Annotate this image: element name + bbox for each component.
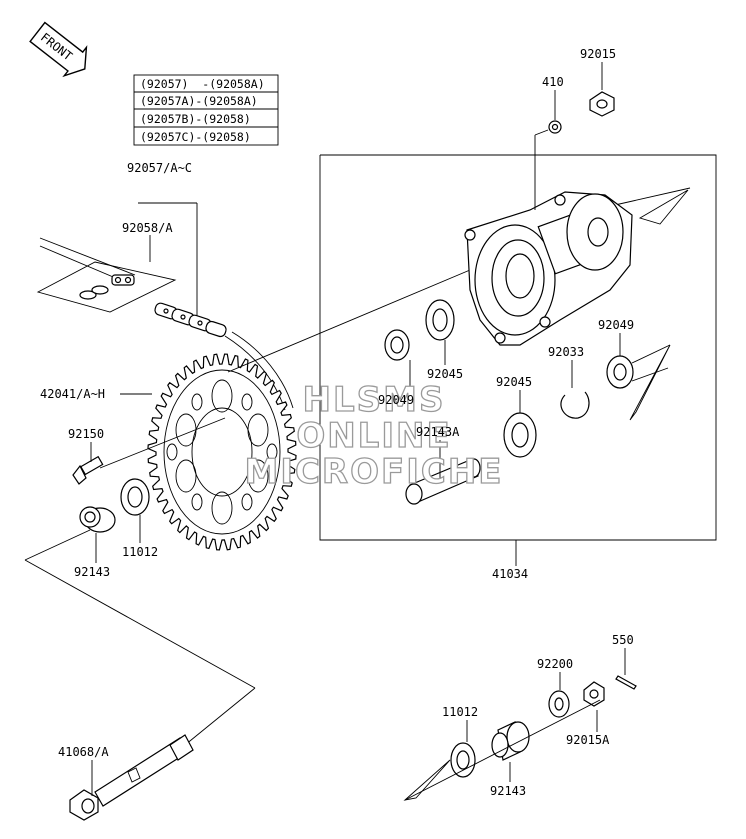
collar-left [79,506,116,533]
label-92049-left: 92049 [378,393,414,407]
cotter-pin [615,675,637,690]
label-11012-right: 11012 [442,705,478,719]
watermark-line-1: HLSMS [303,380,446,420]
label-41034: 41034 [492,567,528,581]
drive-chain [36,202,294,411]
watermark: HLSMS ONLINE MICROFICHE [244,379,503,492]
rear-sprocket [147,353,297,551]
circlip [560,391,590,419]
axle-nut-top [589,91,615,117]
hub-assembly-frame [319,154,717,541]
label-550: 550 [612,633,634,647]
rear-axle [24,529,256,821]
label-92045-upper: 92045 [427,367,463,381]
rear-hub [464,191,633,346]
watermark-line-2: ONLINE [296,416,451,456]
bearing-upper [425,299,455,341]
oil-seal-hub-left [384,329,410,361]
legend-row-3: (92057B)-(92058) [140,112,251,126]
part-labels: 92015 410 92057/A~C 92058/A 92049 92033 … [40,47,634,798]
bearing-lower [503,412,537,458]
label-410: 410 [542,75,564,89]
label-92057: 92057/A~C [127,161,192,175]
label-92143A: 92143A [416,425,460,439]
washer-410 [548,120,562,134]
label-92200: 92200 [537,657,573,671]
label-11012-left: 11012 [122,545,158,559]
label-92015: 92015 [580,47,616,61]
label-92015A: 92015A [566,733,610,747]
label-42041: 42041/A~H [40,387,105,401]
label-92150: 92150 [68,427,104,441]
front-direction-badge: FRONT [29,21,88,78]
hub-spacer [405,458,481,505]
label-92058: 92058/A [122,221,173,235]
oil-seal-left [120,478,150,516]
legend-row-4: (92057C)-(92058) [140,130,251,144]
label-92143-left: 92143 [74,565,110,579]
label-92033: 92033 [548,345,584,359]
label-92045-lower: 92045 [496,375,532,389]
watermark-line-3: MICROFICHE [244,452,503,492]
legend-row-2: (92057A)-(92058A) [140,94,258,108]
label-92143-right: 92143 [490,784,526,798]
collar-right [491,721,530,761]
label-92049-right: 92049 [598,318,634,332]
washer-92200 [548,690,570,718]
oil-seal-hub-right [606,344,671,421]
chain-joint-legend: (92057) -(92058A) (92057A)-(92058A) (920… [133,74,279,146]
label-41068: 41068/A [58,745,109,759]
oil-seal-right [450,742,476,778]
sprocket-bolt [72,455,104,485]
axle-nut-bottom [583,681,605,707]
legend-row-1: (92057) -(92058A) [140,77,265,91]
